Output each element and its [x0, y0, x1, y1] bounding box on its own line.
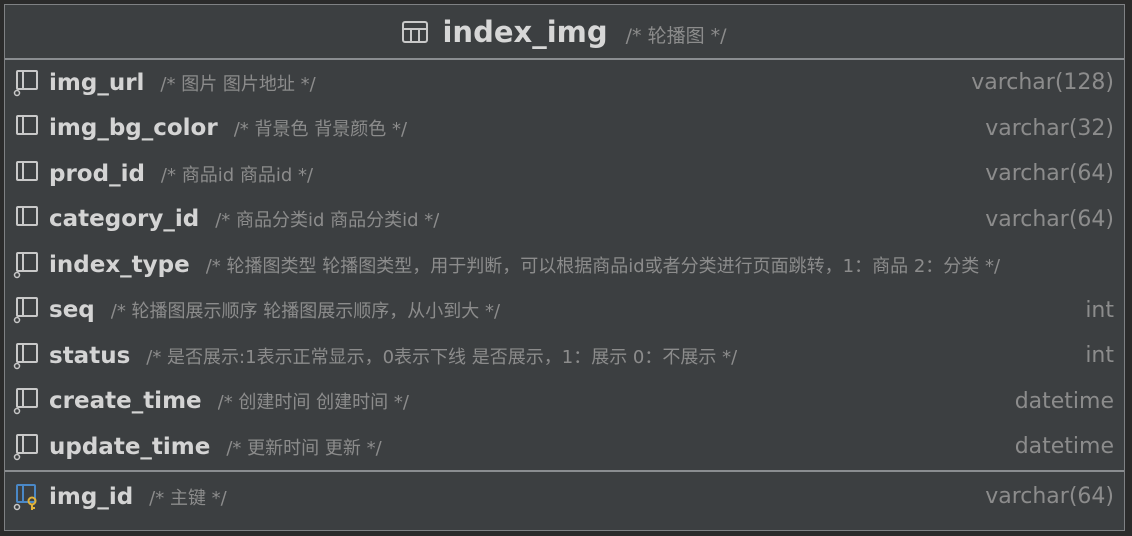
- column-name: update_time: [49, 433, 211, 460]
- column-type: int: [1085, 343, 1114, 369]
- column-row-seq[interactable]: seq /* 轮播图展示顺序 轮播图展示顺序，从小到大 */ int: [5, 288, 1124, 334]
- primary-key-row[interactable]: img_id /* 主键 */ varchar(64): [5, 469, 1124, 522]
- column-comment: /* 更新时间 更新 */: [226, 437, 382, 459]
- column-icon: [13, 205, 43, 233]
- column-name: img_id: [49, 483, 134, 510]
- column-name: img_bg_color: [49, 115, 218, 142]
- primary-key-icon: [13, 483, 43, 511]
- column-name: index_type: [49, 251, 190, 278]
- nullable-column-icon: [13, 296, 43, 324]
- column-name: create_time: [49, 388, 202, 415]
- column-type: varchar(64): [985, 161, 1114, 187]
- column-list: img_url /* 图片 图片地址 */ varchar(128) img_bg_…: [5, 60, 1124, 470]
- column-row-img-bg-color[interactable]: img_bg_color /* 背景色 背景颜色 */ varchar(32): [5, 106, 1124, 152]
- column-name: prod_id: [49, 160, 145, 187]
- column-icon: [13, 114, 43, 142]
- column-comment: /* 是否展示:1表示正常显示，0表示下线 是否展示，1：展示 0：不展示 */: [146, 346, 738, 368]
- column-name: img_url: [49, 69, 145, 96]
- column-row-update-time[interactable]: update_time /* 更新时间 更新 */ datetime: [5, 424, 1124, 470]
- column-name: status: [49, 342, 131, 369]
- column-icon: [13, 160, 43, 188]
- column-row-prod-id[interactable]: prod_id /* 商品id 商品id */ varchar(64): [5, 151, 1124, 197]
- column-comment: /* 主键 */: [149, 487, 227, 509]
- column-comment: /* 商品id 商品id */: [160, 164, 314, 186]
- column-row-create-time[interactable]: create_time /* 创建时间 创建时间 */ datetime: [5, 379, 1124, 425]
- column-comment: /* 轮播图类型 轮播图类型，用于判断，可以根据商品id或者分类进行页面跳转，1…: [205, 255, 1001, 277]
- nullable-column-icon: [13, 69, 43, 97]
- column-row-img-url[interactable]: img_url /* 图片 图片地址 */ varchar(128): [5, 60, 1124, 106]
- nullable-column-icon: [13, 342, 43, 370]
- table-card: index_img /* 轮播图 */ img_url /* 图片 图片地址 */…: [4, 4, 1125, 531]
- column-type: datetime: [1014, 434, 1114, 460]
- column-row-category-id[interactable]: category_id /* 商品分类id 商品分类id */ varchar(64…: [5, 197, 1124, 243]
- column-comment: /* 轮播图展示顺序 轮播图展示顺序，从小到大 */: [110, 301, 501, 323]
- nullable-column-icon: [13, 387, 43, 415]
- column-type: varchar(64): [985, 484, 1114, 509]
- table-comment: /* 轮播图 */: [625, 25, 727, 47]
- column-comment: /* 商品分类id 商品分类id */: [215, 210, 440, 232]
- table-header: index_img /* 轮播图 */: [5, 5, 1124, 60]
- column-type: int: [1085, 297, 1114, 323]
- column-type: datetime: [1014, 388, 1114, 414]
- column-comment: /* 背景色 背景颜色 */: [233, 119, 408, 141]
- column-name: category_id: [49, 206, 200, 233]
- column-type: varchar(32): [985, 115, 1114, 141]
- nullable-column-icon: [13, 433, 43, 461]
- column-comment: /* 图片 图片地址 */: [160, 73, 316, 95]
- column-row-status[interactable]: status /* 是否展示:1表示正常显示，0表示下线 是否展示，1：展示 0：…: [5, 333, 1124, 379]
- column-name: seq: [49, 297, 95, 324]
- nullable-column-icon: [13, 251, 43, 279]
- column-row-index-type[interactable]: index_type /* 轮播图类型 轮播图类型，用于判断，可以根据商品id或者…: [5, 242, 1124, 288]
- column-type: varchar(128): [971, 70, 1114, 96]
- column-comment: /* 创建时间 创建时间 */: [217, 392, 409, 414]
- column-type: varchar(64): [985, 206, 1114, 232]
- table-name[interactable]: index_img: [442, 14, 608, 49]
- table-icon: [402, 20, 429, 43]
